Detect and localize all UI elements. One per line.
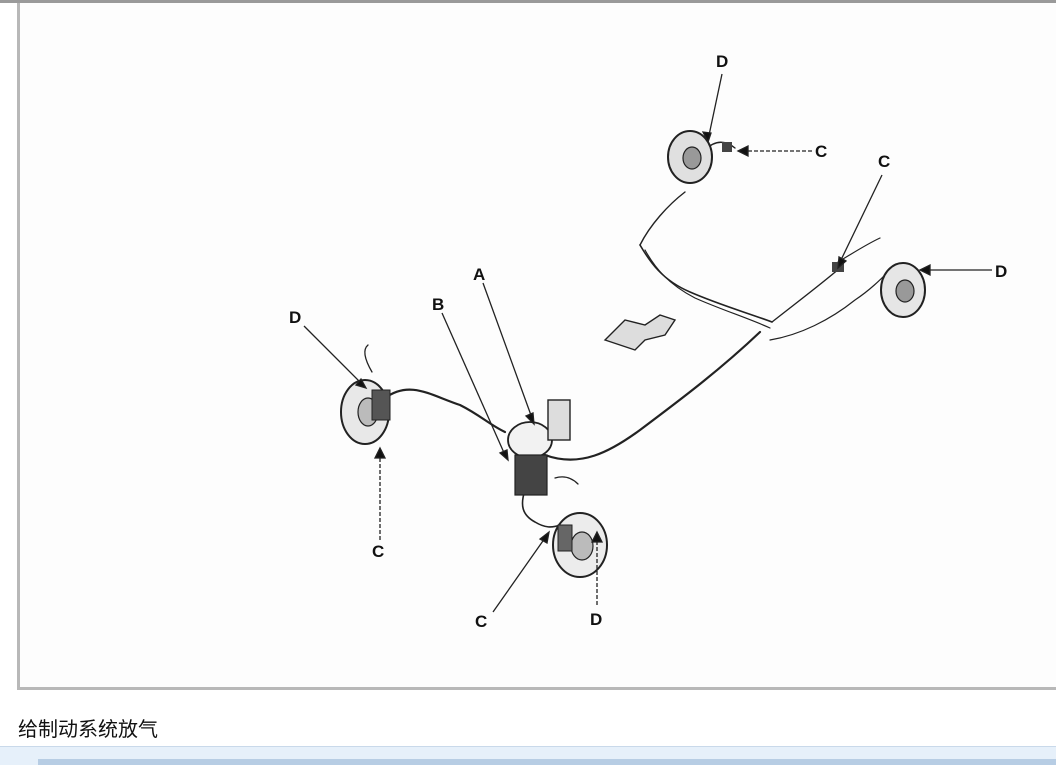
callout-b: B: [432, 295, 444, 314]
callout-c-right: C: [878, 152, 890, 171]
front-left-disc: [340, 379, 391, 445]
rear-left-drum: [667, 130, 713, 184]
master-cylinder: [507, 399, 571, 496]
callout-a: A: [473, 265, 485, 284]
front-right-disc: [552, 512, 608, 578]
callout-d-left: D: [289, 308, 301, 327]
callout-d-top: D: [716, 52, 728, 71]
callout-c-left: C: [372, 542, 384, 561]
bottom-table-header: [0, 746, 1056, 765]
top-connector: [722, 142, 732, 152]
table-header-bar: [38, 759, 1056, 765]
callout-d-bottom: D: [590, 610, 602, 629]
brake-line-diagram: D C C D A B D C C D: [289, 52, 1007, 631]
top-border: [0, 0, 1056, 3]
rear-right-drum: [880, 262, 926, 318]
callout-c-top: C: [815, 142, 827, 161]
brake-system-figure: D C C D A B D C C D: [17, 3, 1056, 690]
rear-bracket: [603, 314, 677, 351]
section-caption: 给制动系统放气: [18, 717, 158, 741]
callout-c-bottom: C: [475, 612, 487, 631]
callout-d-right: D: [995, 262, 1007, 281]
